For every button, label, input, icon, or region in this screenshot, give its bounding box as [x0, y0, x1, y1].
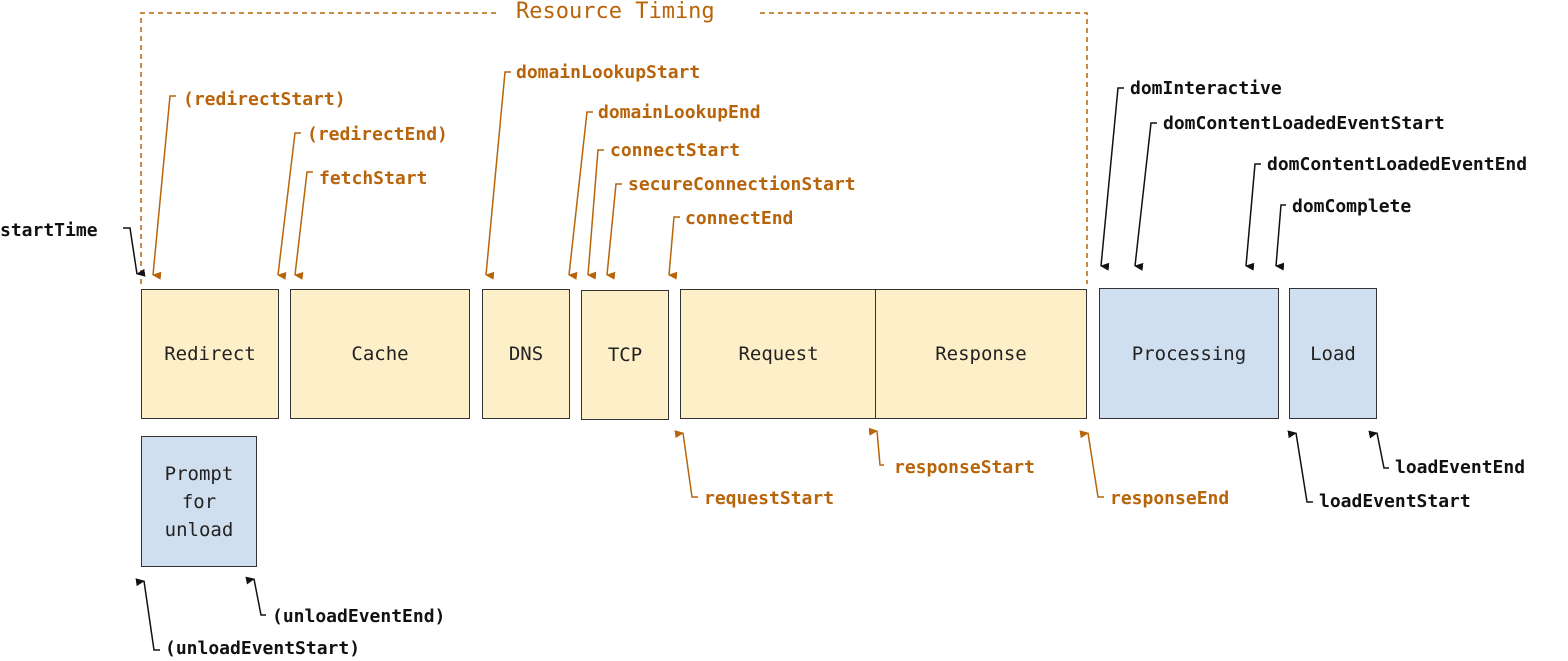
start-time-arrow [123, 227, 146, 277]
resource-timing-title: Resource Timing [506, 0, 725, 25]
dom-interactive-arrow [1100, 87, 1124, 271]
secure-connection-start-arrow [606, 183, 622, 280]
redirect-start-arrow [152, 95, 176, 280]
unload-event-start-arrow [135, 578, 160, 651]
connect-start-arrow [587, 149, 604, 280]
response-end-arrow [1079, 430, 1104, 498]
unload-event-end-label: (unloadEventEnd) [272, 606, 446, 627]
dom-complete-arrow [1275, 204, 1286, 271]
request-start-label: requestStart [704, 488, 835, 509]
redirect-end-label: (redirectEnd) [307, 124, 448, 145]
processing-phase: Processing [1099, 288, 1279, 419]
response-phase: Response [875, 289, 1087, 419]
start-time-label: startTime [0, 220, 98, 241]
load-event-end-label: loadEventEnd [1395, 457, 1526, 478]
connect-end-label: connectEnd [685, 208, 794, 229]
request-phase: Request [680, 289, 877, 419]
load-event-start-arrow [1287, 430, 1313, 503]
connect-end-arrow [668, 216, 680, 280]
domain-lookup-start-arrow [485, 71, 511, 280]
redirect-end-arrow [277, 132, 301, 280]
tcp-phase: TCP [581, 290, 669, 420]
resource-timing-bracket [140, 12, 1088, 284]
dom-content-loaded-event-start-label: domContentLoadedEventStart [1163, 113, 1445, 134]
prompt-for-unload-phase: Prompt for unload [141, 436, 257, 567]
request-start-arrow [674, 430, 698, 498]
unload-event-end-arrow [245, 576, 266, 616]
response-start-label: responseStart [894, 457, 1035, 478]
dns-phase: DNS [482, 289, 570, 419]
redirect-phase: Redirect [141, 289, 279, 419]
domain-lookup-end-label: domainLookupEnd [598, 102, 761, 123]
connect-start-label: connectStart [610, 140, 741, 161]
load-event-start-label: loadEventStart [1319, 491, 1471, 512]
response-end-label: responseEnd [1110, 488, 1230, 509]
response-start-arrow [868, 427, 884, 466]
fetch-start-arrow [294, 171, 313, 280]
load-phase: Load [1289, 288, 1377, 419]
cache-phase: Cache [290, 289, 470, 419]
redirect-start-label: (redirectStart) [183, 89, 346, 110]
dom-complete-label: domComplete [1292, 196, 1412, 217]
fetch-start-label: fetchStart [319, 168, 428, 189]
dom-content-loaded-event-end-label: domContentLoadedEventEnd [1267, 154, 1528, 175]
domain-lookup-end-arrow [568, 111, 593, 280]
dom-content-loaded-event-end-arrow [1245, 163, 1261, 271]
secure-connection-start-label: secureConnectionStart [628, 174, 856, 195]
unload-event-start-label: (unloadEventStart) [165, 638, 361, 659]
load-event-end-arrow [1368, 430, 1389, 469]
domain-lookup-start-label: domainLookupStart [516, 62, 701, 83]
dom-content-loaded-event-start-arrow [1134, 122, 1157, 271]
dom-interactive-label: domInteractive [1130, 78, 1282, 99]
